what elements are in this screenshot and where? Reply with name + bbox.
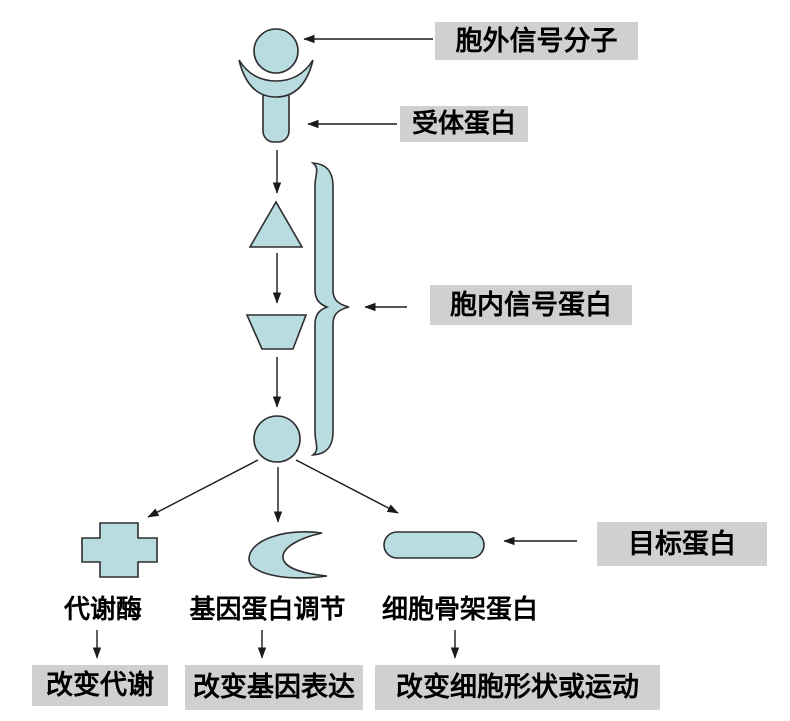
metabolic-enzyme-caption: 代谢酶 bbox=[63, 595, 142, 625]
gene-crescent-shape bbox=[248, 531, 328, 579]
receptor-protein-label: 受体蛋白 bbox=[400, 106, 528, 142]
signal-molecule-circle bbox=[253, 28, 299, 74]
arrow-to-cytoskeleton-pill bbox=[295, 459, 399, 514]
cytoskeleton-caption: 细胞骨架蛋白 bbox=[381, 595, 538, 625]
target-protein-label: 目标蛋白 bbox=[597, 522, 767, 566]
relay-circle bbox=[253, 415, 301, 463]
relay-trapezoid bbox=[245, 314, 308, 350]
receptor-cup bbox=[238, 59, 314, 98]
gene-regulation-caption: 基因蛋白调节 bbox=[189, 595, 346, 625]
extracellular-signal-label: 胞外信号分子 bbox=[435, 22, 638, 60]
arrow-to-enzyme-cross bbox=[147, 459, 259, 518]
outcome-cell-shape-box: 改变细胞形状或运动 bbox=[375, 665, 660, 710]
outcome-metabolism-box: 改变代谢 bbox=[32, 665, 168, 706]
intracellular-signal-label: 胞内信号蛋白 bbox=[430, 285, 632, 325]
relay-triangle bbox=[248, 200, 304, 248]
enzyme-cross-shape bbox=[81, 522, 158, 578]
pathway-brace bbox=[310, 162, 350, 456]
cytoskeleton-pill-shape bbox=[383, 531, 485, 559]
outcome-gene-expression-box: 改变基因表达 bbox=[185, 665, 363, 710]
